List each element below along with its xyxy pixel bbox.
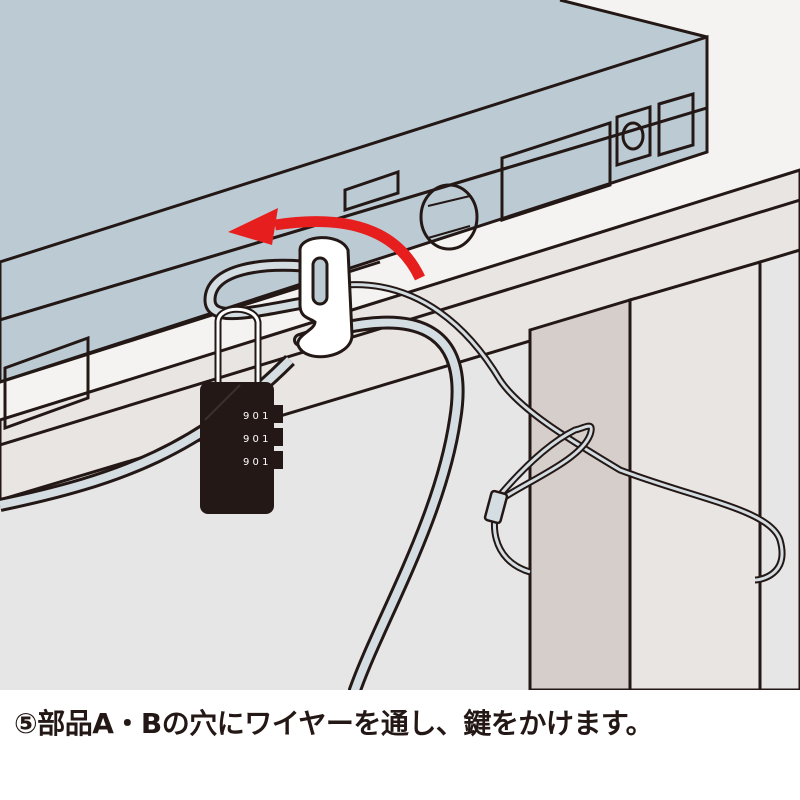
device-button-frame: [615, 104, 652, 168]
wire-thin: [344, 283, 784, 582]
device-button: [621, 121, 645, 151]
device-top: [0, 0, 707, 262]
wire-long: [296, 318, 462, 690]
desk-panel: [628, 259, 762, 690]
wire-loop: [493, 424, 593, 574]
desk-leg: [528, 297, 632, 690]
device-front-lower: [0, 105, 709, 384]
device-left-panel: [3, 335, 90, 431]
padlock-shackle: [216, 307, 260, 385]
dial-2[interactable]: 9 0 1: [243, 434, 268, 445]
wire-end-sleeve: [483, 489, 509, 525]
instruction-text: 部品A・Bの穴にワイヤーを通し、鍵をかけます。: [37, 707, 654, 740]
anchor-hole: [311, 256, 329, 306]
instruction-illustration: 9 0 1 9 0 1 9 0 1: [0, 0, 800, 690]
instruction-caption: ⑤部品A・Bの穴にワイヤーを通し、鍵をかけます。: [14, 704, 654, 744]
curved-arrow-icon: [274, 216, 425, 281]
arrow-head: [228, 208, 278, 245]
caption-area: ⑤部品A・Bの穴にワイヤーを通し、鍵をかけます。: [0, 690, 800, 800]
security-wire-scene: 9 0 1 9 0 1 9 0 1: [0, 0, 800, 690]
device-round-port: [419, 183, 479, 251]
combination-padlock: 9 0 1 9 0 1 9 0 1: [200, 382, 283, 514]
device-square-port: [657, 91, 695, 158]
device-slot: [343, 169, 400, 213]
step-number: ⑤: [14, 707, 38, 740]
dial-3[interactable]: 9 0 1: [243, 457, 268, 468]
wire-anchor-loop: [206, 261, 323, 318]
dial-1[interactable]: 9 0 1: [243, 411, 268, 422]
device-panel: [500, 120, 612, 223]
